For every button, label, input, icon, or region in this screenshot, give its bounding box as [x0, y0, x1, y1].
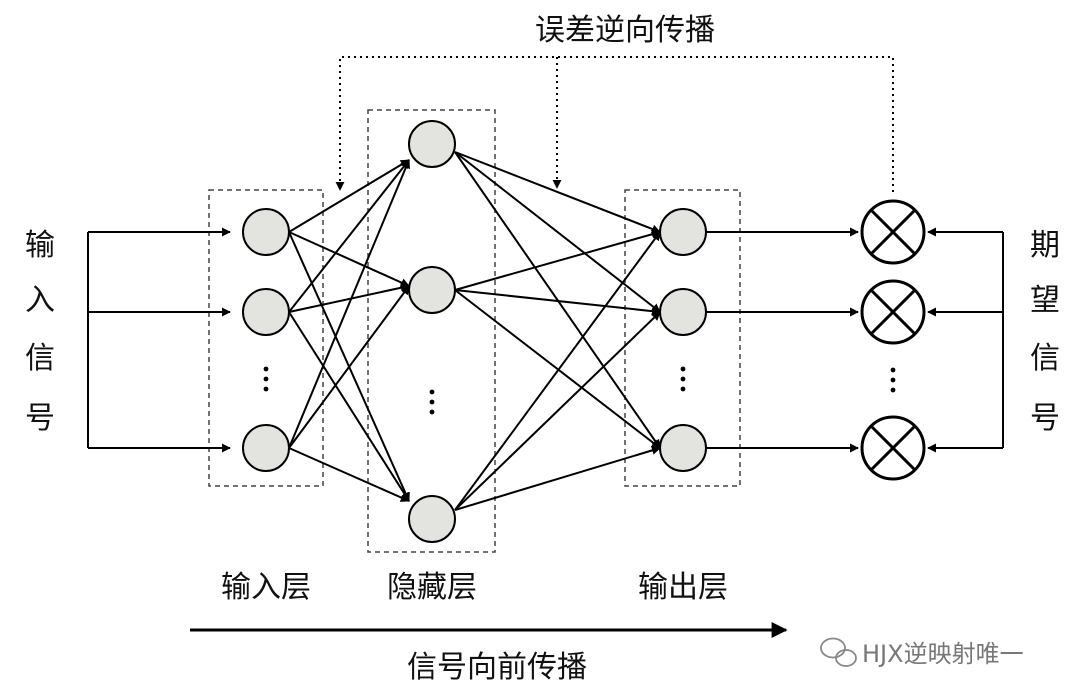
- layer-boxes: [208, 109, 741, 553]
- input-signal-lines: [87, 227, 231, 453]
- output-ellipsis: [680, 366, 686, 392]
- hidden-node: [408, 120, 456, 168]
- hidden-ellipsis: [429, 389, 435, 415]
- input-node: [242, 288, 290, 336]
- edges-output-compare: [706, 227, 859, 453]
- hidden-node: [408, 266, 456, 314]
- expected-signal-label: 期 望 信 号: [1030, 228, 1060, 436]
- comparator-icon: [860, 279, 926, 345]
- input-nodes: [242, 208, 290, 472]
- output-layer-label: 输出层: [638, 570, 728, 605]
- forward-label: 信号向前传播: [407, 650, 587, 685]
- input-layer-label: 输入层: [221, 570, 311, 605]
- watermark: HJX逆映射唯一: [820, 637, 1024, 668]
- output-nodes: [659, 208, 707, 472]
- output-layer-box: [624, 189, 741, 487]
- hidden-layer-label: 隐藏层: [387, 570, 477, 605]
- edges-hidden-output: [454, 151, 661, 511]
- edges-input-hidden: [288, 159, 411, 502]
- svg-text:期: 期: [1030, 228, 1060, 263]
- svg-text:信: 信: [1030, 341, 1060, 376]
- comparator-icon: [860, 199, 926, 265]
- output-node: [659, 208, 707, 256]
- svg-text:入: 入: [25, 283, 55, 318]
- comparator-nodes: [860, 199, 926, 481]
- svg-text:号: 号: [25, 401, 55, 436]
- compare-ellipsis: [890, 367, 896, 393]
- wechat-icon: [820, 637, 857, 667]
- input-signal-label: 输 入 信 号: [25, 228, 55, 436]
- watermark-text: HJX逆映射唯一: [862, 640, 1024, 668]
- backprop-title: 误差逆向传播: [535, 13, 715, 48]
- svg-text:号: 号: [1030, 401, 1060, 436]
- output-node: [659, 288, 707, 336]
- ellipses: [263, 366, 896, 415]
- svg-text:输: 输: [25, 228, 55, 263]
- svg-text:信: 信: [25, 341, 55, 376]
- input-node: [242, 424, 290, 472]
- input-ellipsis: [263, 366, 269, 392]
- svg-text:望: 望: [1030, 283, 1060, 318]
- input-node: [242, 208, 290, 256]
- input-layer-box: [208, 189, 324, 487]
- expected-signal-lines: [927, 227, 1004, 453]
- hidden-node: [408, 495, 456, 543]
- hidden-nodes: [408, 120, 456, 543]
- comparator-icon: [860, 415, 926, 481]
- output-node: [659, 424, 707, 472]
- hidden-layer-box: [367, 109, 496, 553]
- backprop-line-main: [335, 56, 894, 192]
- backprop-dotted-lines: [335, 56, 894, 192]
